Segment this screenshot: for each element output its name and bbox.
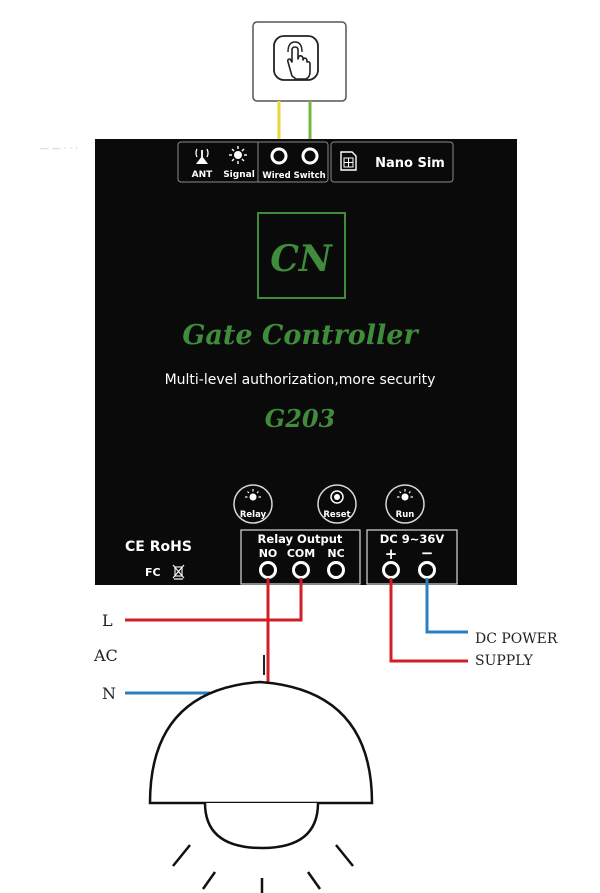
terminal-dc-plus [382, 561, 400, 579]
wire-label-ac: AC [93, 646, 118, 665]
top-label-nano-sim: Nano Sim [375, 156, 445, 171]
relay-label-com: COM [287, 547, 315, 560]
wire-label-supply: SUPPLY [475, 653, 534, 669]
logo-frame [257, 212, 346, 299]
logo-text: CN [270, 238, 334, 280]
top-bar-frame [177, 141, 329, 183]
wire-label-dc-power: DC POWER [475, 631, 558, 647]
wired-switch-terminal-2 [301, 147, 319, 165]
relay-output-title: Relay Output [258, 532, 343, 546]
faint-strip: — — · · · [40, 144, 78, 154]
relay-indicator [233, 484, 273, 524]
run-light-icon [397, 489, 413, 501]
reset-dot-icon [330, 490, 344, 504]
top-label-ant: ANT [192, 170, 213, 180]
terminal-dc-minus [418, 561, 436, 579]
reset-button [317, 484, 357, 524]
relay-light-icon [245, 489, 261, 501]
push-button [252, 21, 347, 102]
device-tagline: Multi-level authorization,more security [165, 372, 436, 388]
cert-ce-rohs: CE RoHS [125, 539, 192, 555]
sim-card-icon [340, 151, 357, 171]
device-body [95, 139, 517, 585]
relay-label-no: NO [259, 547, 278, 560]
wired-switch-terminal-1 [270, 147, 288, 165]
antenna-icon [195, 148, 209, 164]
indicator-label-relay: Relay [240, 510, 267, 520]
top-label-wired-switch: Wired Switch [262, 171, 325, 181]
wire-label-l: L [102, 611, 113, 630]
top-label-signal: Signal [223, 170, 255, 180]
run-indicator [385, 484, 425, 524]
sim-frame [330, 141, 454, 183]
indicator-label-run: Run [396, 510, 415, 520]
indicator-label-reset: Reset [323, 510, 350, 520]
terminal-nc [327, 561, 345, 579]
dc-title: DC 9~36V [380, 532, 445, 546]
device-model: G203 [265, 404, 336, 433]
dc-label-minus: − [421, 544, 434, 562]
device-title: Gate Controller [182, 320, 419, 351]
cert-fc: FC [145, 566, 161, 579]
terminal-no [259, 561, 277, 579]
weee-bin-icon [172, 564, 185, 580]
dc-label-plus: + [385, 545, 398, 563]
wire-label-n: N [102, 684, 116, 703]
dc-minus-wire [425, 578, 468, 634]
relay-label-nc: NC [327, 547, 344, 560]
terminal-com [292, 561, 310, 579]
dc-plus-wire [389, 578, 468, 663]
signal-light-icon [229, 146, 247, 164]
live-wire-l [125, 578, 303, 622]
hand-pointer-icon [273, 35, 319, 81]
lamp [148, 655, 374, 893]
dc-frame [366, 529, 458, 585]
